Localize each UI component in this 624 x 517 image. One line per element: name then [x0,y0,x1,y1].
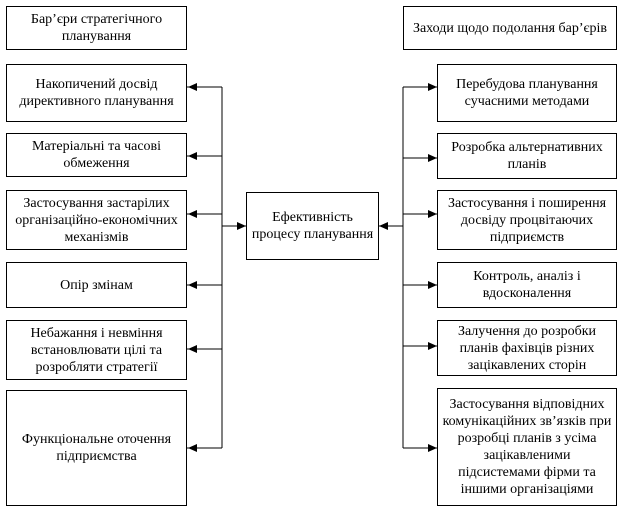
right-item-text: Залучення до розробки планів фахівців рі… [457,323,597,373]
arrow-head [428,281,437,289]
right-item-text: Застосування і поширення досвіду процвіт… [447,195,607,245]
right-header-text: Заходи щодо подолання бар’єрів [412,20,608,36]
arrow-head [188,83,197,91]
right-item-text: Застосування відповідних комунікаційних … [442,397,612,497]
left-item-box: Функціональне оточення підприємства [6,390,187,506]
arrow-head [188,152,197,160]
right-item-text: Розробка альтернативних планів [451,140,603,172]
left-item-box: Накопичений досвід директивного плануван… [6,64,187,122]
right-item-box: Застосування відповідних комунікаційних … [437,388,617,506]
left-item-text: Опір змінам [60,277,133,293]
arrow-head [428,444,437,452]
left-header-box: Бар’єри стратегічного планування [6,6,187,50]
left-item-text: Матеріальні та часові обмеження [31,139,162,171]
right-item-box: Перебудова планування сучасними методами [437,64,617,122]
arrow-head [428,83,437,91]
arrow-head [188,444,197,452]
arrow-head [428,154,437,162]
right-item-box: Застосування і поширення досвіду процвіт… [437,190,617,250]
arrow-head [237,222,246,230]
left-item-text: Функціональне оточення підприємства [21,432,172,464]
arrow-head [188,281,197,289]
left-header-text: Бар’єри стратегічного планування [30,12,163,44]
arrow-head [188,210,197,218]
right-item-box: Розробка альтернативних планів [437,133,617,179]
left-item-box: Опір змінам [6,262,187,308]
right-item-box: Залучення до розробки планів фахівців рі… [437,320,617,376]
arrow-head [379,222,388,230]
arrow-head [428,342,437,350]
right-item-box: Контроль, аналіз і вдосконалення [437,262,617,308]
right-item-text: Перебудова планування сучасними методами [456,77,598,109]
right-item-text: Контроль, аналіз і вдосконалення [473,269,581,301]
right-header-box: Заходи щодо подолання бар’єрів [403,6,617,50]
left-item-text: Застосування застарілих організаційно-ек… [15,195,178,245]
left-item-box: Застосування застарілих організаційно-ек… [6,190,187,250]
left-item-box: Матеріальні та часові обмеження [6,133,187,177]
left-item-text: Накопичений досвід директивного плануван… [19,77,174,109]
arrow-head [428,210,437,218]
left-item-box: Небажання і невміння встановлювати цілі … [6,320,187,380]
left-item-text: Небажання і невміння встановлювати цілі … [30,325,163,375]
center-text: Ефективність процесу планування [251,210,374,242]
arrow-head [188,345,197,353]
center-box: Ефективність процесу планування [246,192,379,260]
